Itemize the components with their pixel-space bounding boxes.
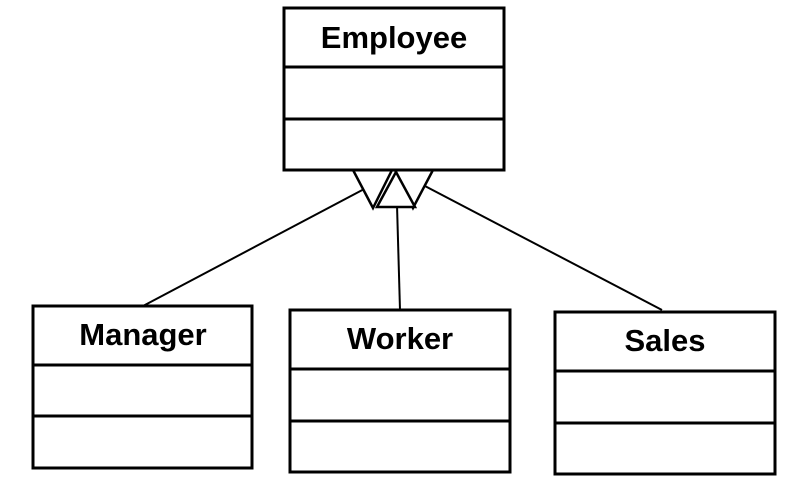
generalization-arrowhead-center: [374, 169, 418, 209]
class-worker-name: Worker: [347, 321, 453, 356]
worker-to-employee-line: [396, 204, 401, 311]
manager-to-employee-line: [142, 186, 369, 307]
class-sales-box: [553, 310, 777, 476]
class-employee: Employee: [282, 6, 506, 172]
generalization-arrowheads: [350, 168, 436, 211]
class-manager-box: [31, 304, 254, 470]
class-manager-name: Manager: [79, 317, 206, 352]
class-worker-box: [288, 308, 512, 474]
sales-to-employee-line: [422, 184, 663, 311]
inheritance-connectors: [142, 184, 663, 311]
class-sales: Sales: [553, 310, 777, 476]
class-employee-name: Employee: [321, 20, 467, 55]
class-sales-name: Sales: [624, 323, 705, 358]
class-employee-box: [282, 6, 506, 172]
class-manager: Manager: [31, 304, 254, 470]
class-worker: Worker: [288, 308, 512, 474]
